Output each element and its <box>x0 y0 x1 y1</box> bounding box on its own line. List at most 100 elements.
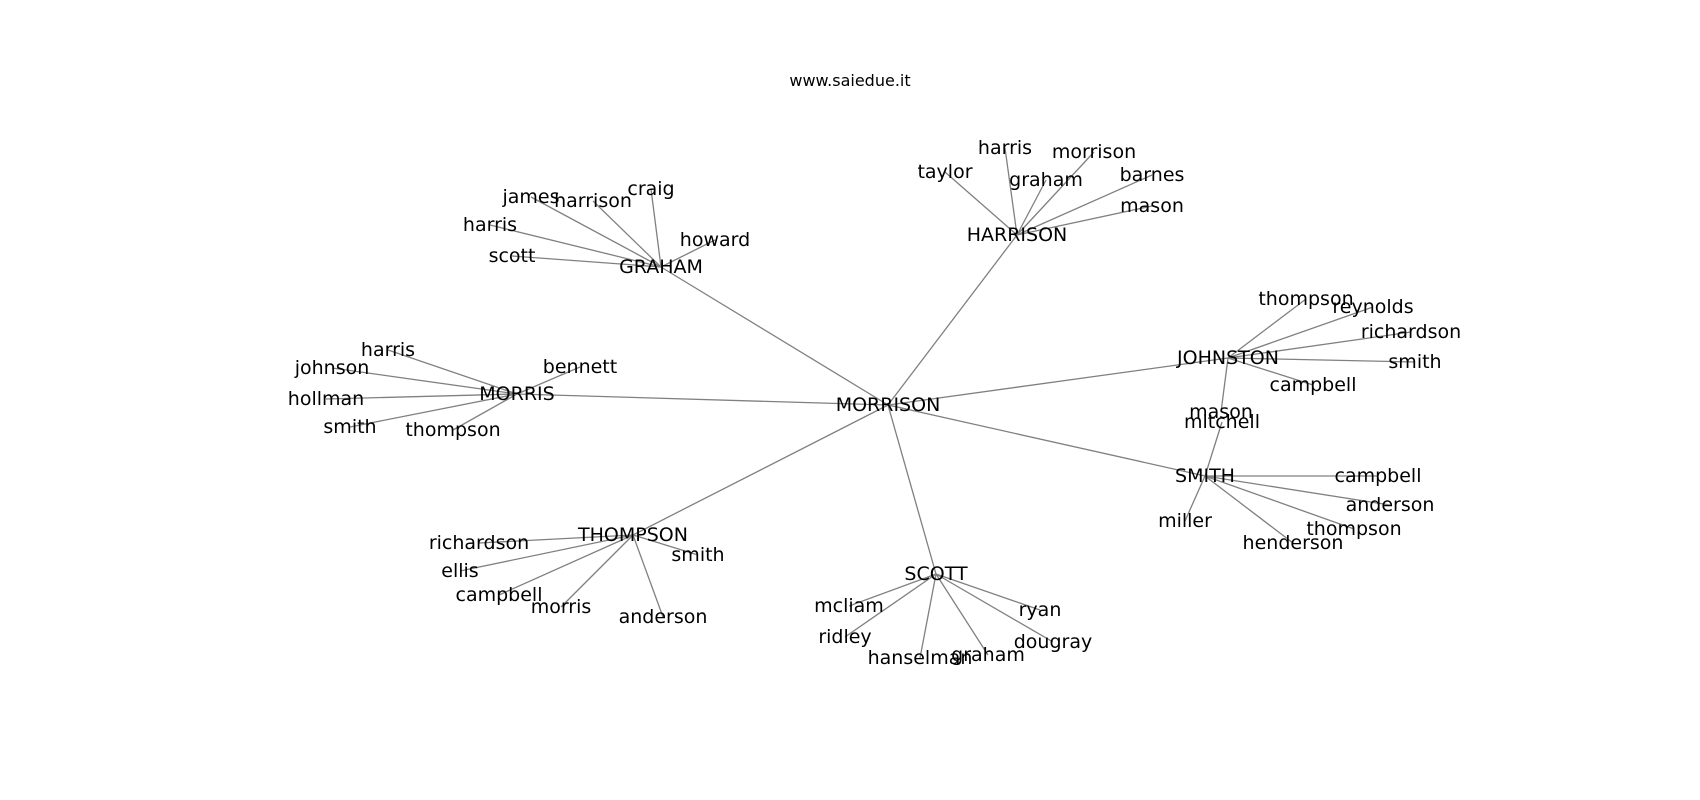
family-node-johnston: JOHNSTON <box>1176 347 1279 369</box>
member-node-thompson-morris: morris <box>531 596 592 618</box>
edge-morris-smith <box>349 393 518 428</box>
edge-scott-hanselman <box>919 573 937 659</box>
edge-harrison-mason <box>1016 205 1153 236</box>
edge-scott-mcliam <box>848 573 937 607</box>
edge-thompson-smith <box>632 534 699 556</box>
edge-center-morris <box>516 393 889 406</box>
member-node-smith-thompson: thompson <box>1306 518 1401 540</box>
edge-graham-james <box>530 196 662 268</box>
member-node-scott-hanselman: hanselman <box>868 647 973 669</box>
edges-layer <box>325 147 1416 659</box>
edge-graham-harrison <box>592 200 662 268</box>
member-node-smith-campbell: campbell <box>1335 465 1422 487</box>
member-node-smith-anderson: anderson <box>1346 494 1435 516</box>
member-node-morris-johnson: johnson <box>294 357 370 379</box>
edge-center-smith <box>887 404 1206 477</box>
edge-scott-dougray <box>935 573 1054 643</box>
edge-harrison-taylor <box>944 171 1018 236</box>
member-node-thompson-anderson: anderson <box>619 606 708 628</box>
edge-scott-graham <box>935 573 989 656</box>
member-node-johnston-reynolds: reynolds <box>1332 296 1413 318</box>
member-node-johnston-campbell: campbell <box>1270 374 1357 396</box>
edge-center-harrison <box>887 234 1018 406</box>
edge-smith-miller <box>1184 475 1206 522</box>
member-node-graham-scott: scott <box>489 245 536 267</box>
edge-scott-ridley <box>844 573 937 638</box>
member-node-thompson-richardson: richardson <box>429 532 529 554</box>
member-node-graham-harris: harris <box>463 214 517 236</box>
member-node-harrison-mason: mason <box>1120 195 1184 217</box>
edge-morris-bennett <box>516 366 581 395</box>
edge-morris-johnson <box>331 367 518 395</box>
member-node-smith-henderson: henderson <box>1243 532 1344 554</box>
family-node-morris: MORRIS <box>479 383 554 405</box>
edge-thompson-anderson <box>632 534 664 618</box>
member-node-graham-craig: craig <box>627 178 674 200</box>
edge-harrison-barnes <box>1016 174 1153 236</box>
edge-thompson-campbell <box>498 534 634 596</box>
member-node-scott-dougray: dougray <box>1014 631 1093 653</box>
edge-smith-henderson <box>1204 475 1294 544</box>
member-node-thompson-campbell: campbell <box>456 584 543 606</box>
edge-graham-harris <box>489 224 662 268</box>
edge-morris-thompson <box>452 393 518 431</box>
member-node-smith-mitchell: mitchell <box>1184 411 1260 433</box>
member-node-scott-ridley: ridley <box>818 626 871 648</box>
edge-thompson-richardson <box>478 534 634 544</box>
member-node-morris-bennett: bennett <box>543 356 617 378</box>
family-node-thompson: THOMPSON <box>577 524 688 546</box>
member-node-graham-harrison: harrison <box>554 190 632 212</box>
family-node-smith: SMITH <box>1175 465 1235 487</box>
edge-graham-craig <box>650 188 662 268</box>
edge-harrison-morrison <box>1016 151 1095 236</box>
member-node-thompson-ellis: ellis <box>441 560 478 582</box>
edge-johnston-richardson <box>1227 331 1412 359</box>
edge-smith-thompson <box>1204 475 1355 530</box>
edge-center-scott <box>887 404 937 575</box>
member-node-scott-graham: graham <box>951 644 1025 666</box>
edge-graham-scott <box>511 255 662 268</box>
member-node-johnston-richardson: richardson <box>1361 321 1461 343</box>
edge-morris-hollman <box>325 393 518 400</box>
member-node-scott-mcliam: mcliam <box>814 595 884 617</box>
member-node-graham-howard: howard <box>680 229 750 251</box>
member-node-thompson-smith: smith <box>671 544 724 566</box>
edge-scott-ryan <box>935 573 1041 611</box>
member-node-smith-miller: miller <box>1158 510 1212 532</box>
edge-center-johnston <box>887 357 1229 406</box>
edge-johnston-mason <box>1220 357 1229 413</box>
member-node-harrison-harris: harris <box>978 137 1032 159</box>
edge-smith-anderson <box>1204 475 1391 506</box>
member-node-johnston-mason: mason <box>1189 401 1253 423</box>
edge-johnston-campbell <box>1227 357 1314 386</box>
member-node-morris-smith: smith <box>323 416 376 438</box>
page-title: www.saiedue.it <box>789 71 911 90</box>
edge-harrison-graham <box>1016 179 1047 236</box>
member-node-harrison-taylor: taylor <box>917 161 972 183</box>
family-node-harrison: HARRISON <box>967 224 1068 246</box>
family-node-graham: GRAHAM <box>619 256 703 278</box>
edge-graham-howard <box>660 239 716 268</box>
member-node-morris-thompson: thompson <box>405 419 500 441</box>
member-node-morris-hollman: hollman <box>288 388 364 410</box>
member-node-graham-james: james <box>501 186 559 208</box>
center-node-morrison: MORRISON <box>836 394 941 416</box>
family-node-scott: SCOTT <box>904 563 968 585</box>
member-node-scott-ryan: ryan <box>1019 599 1062 621</box>
edge-thompson-ellis <box>459 534 634 572</box>
edge-center-thompson <box>632 404 889 536</box>
edge-johnston-smith <box>1227 357 1416 363</box>
edge-morris-harris <box>387 349 518 395</box>
member-node-harrison-graham: graham <box>1009 169 1083 191</box>
edge-center-graham <box>660 266 889 406</box>
edge-smith-mitchell <box>1204 421 1223 477</box>
edge-johnston-thompson <box>1227 298 1307 359</box>
member-node-harrison-barnes: barnes <box>1120 164 1185 186</box>
member-node-morris-harris: harris <box>361 339 415 361</box>
edge-johnston-reynolds <box>1227 306 1374 359</box>
edge-thompson-morris <box>560 534 634 608</box>
member-node-harrison-morrison: morrison <box>1052 141 1136 163</box>
member-node-johnston-smith: smith <box>1388 351 1441 373</box>
